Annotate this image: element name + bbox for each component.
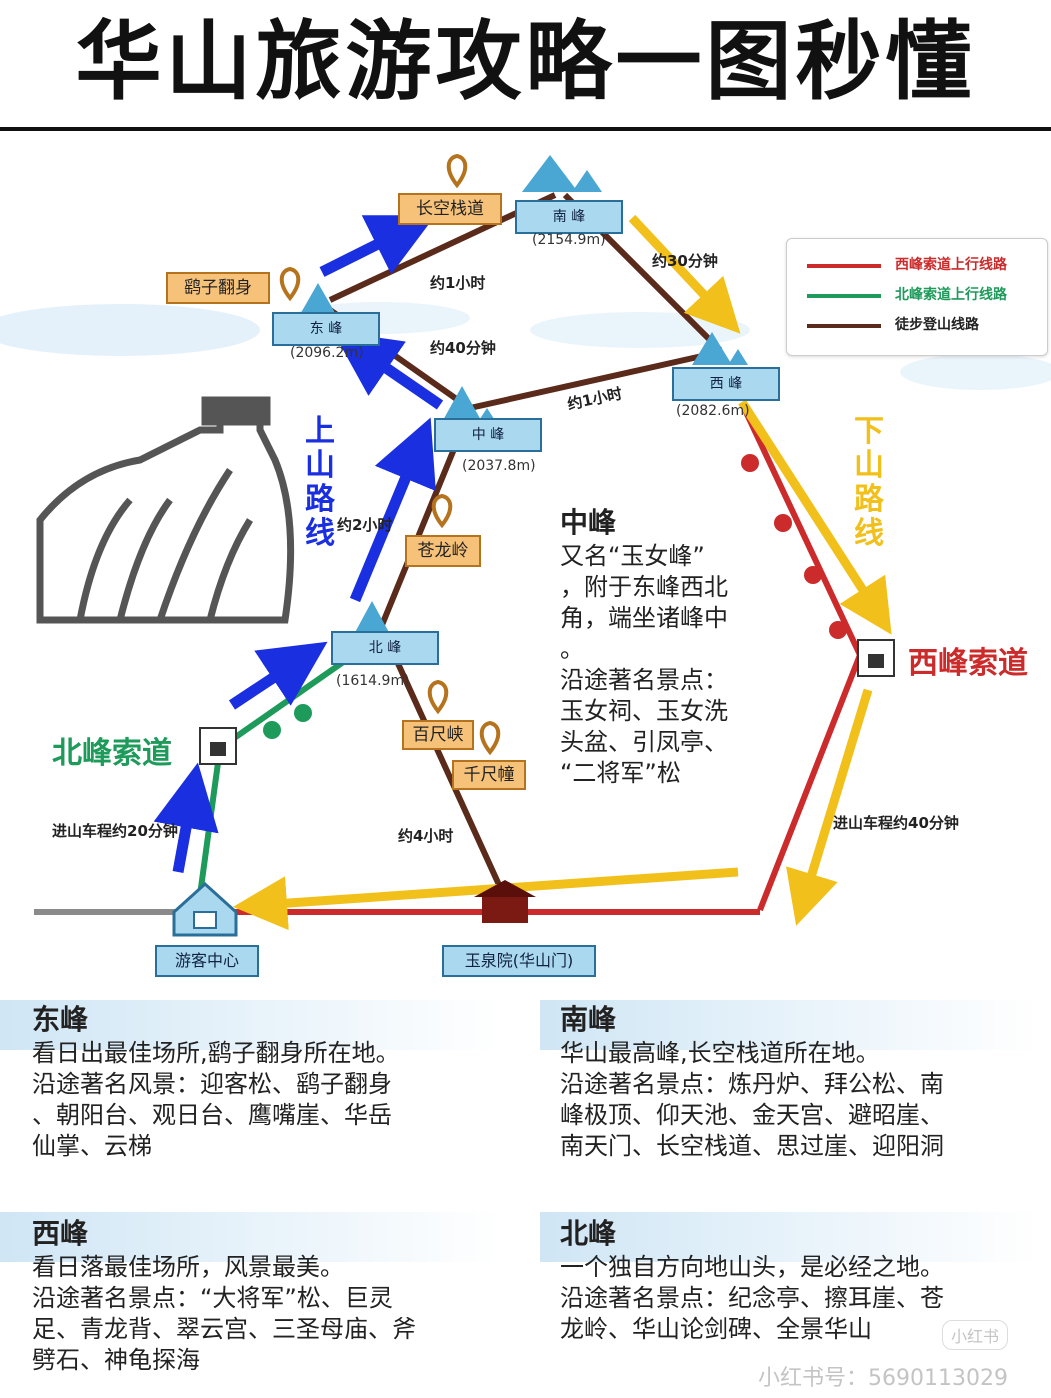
down-route-label: 下山路线 xyxy=(854,414,884,551)
desc-line: 龙岭、华山论剑碑、全景华山 xyxy=(560,1315,872,1343)
legend-item-hiking: 徒步登山线路 xyxy=(807,315,1037,335)
west-cableway-label: 西峰索道 xyxy=(908,646,1028,681)
legend-label: 西峰索道上行线路 xyxy=(895,257,1007,273)
peak-altitude: (1614.9m) xyxy=(336,673,410,689)
time-bus-west: 进山车程约40分钟 xyxy=(833,814,959,832)
desc-line: 玉女祠、玉女洗 xyxy=(560,697,728,725)
desc-line: 峰极顶、仰天池、金天宫、避昭崖、 xyxy=(560,1101,944,1129)
legend-swatch xyxy=(807,294,881,298)
peak-name: 南 峰 xyxy=(552,209,586,225)
time-bus-north: 进山车程约20分钟 xyxy=(52,822,178,840)
legend-item-west-cableway: 西峰索道上行线路 xyxy=(807,255,1037,275)
peak-altitude: (2082.6m) xyxy=(676,403,750,419)
desc-west: 西峰 看日落最佳场所，风景最美。 沿途著名景点：“大将军”松、巨灵 足、青龙背、… xyxy=(32,1216,532,1376)
desc-line: 角，端坐诸峰中 xyxy=(560,604,728,632)
up-route-label: 上山路线 xyxy=(305,414,335,551)
cloud-decoration xyxy=(540,1212,1040,1262)
desc-line: 、朝阳台、观日台、鹰嘴崖、华岳 xyxy=(32,1101,392,1129)
title-divider xyxy=(0,127,1051,131)
desc-east: 东峰 看日出最佳场所,鹞子翻身所在地。 沿途著名风景：迎客松、鹞子翻身 、朝阳台… xyxy=(32,1002,532,1162)
peak-box-north[interactable]: 北 峰 xyxy=(331,631,439,665)
desc-line: 足、青龙背、翠云宫、三圣母庙、斧 xyxy=(32,1315,416,1343)
time-yuquan-north: 约4小时 xyxy=(398,827,454,845)
peak-name: 中 峰 xyxy=(471,427,505,443)
mountain-temple-icon xyxy=(36,396,295,624)
west-cableway-icon xyxy=(857,639,895,677)
peak-altitude: (2037.8m) xyxy=(462,458,536,474)
spot-canglong[interactable]: 苍龙岭 xyxy=(405,535,481,567)
desc-line: 劈石、神龟探海 xyxy=(32,1346,200,1374)
station-visitor-center[interactable]: 游客中心 xyxy=(155,945,259,977)
cloud-decoration xyxy=(0,1212,500,1262)
cloud-decoration xyxy=(0,1000,500,1050)
desc-line: 沿途著名景点： xyxy=(560,666,728,694)
north-cableway-label: 北峰索道 xyxy=(52,736,172,771)
desc-line: 。 xyxy=(560,635,584,663)
north-cable-car-icons xyxy=(263,704,312,739)
up-route-arrows xyxy=(153,215,444,873)
desc-line: 沿途著名景点：纪念亭、擦耳崖、苍 xyxy=(560,1284,944,1312)
desc-middle: 中峰 又名“玉女峰” ，附于东峰西北 角，端坐诸峰中 。 沿途著名景点： 玉女祠… xyxy=(560,505,800,789)
desc-heading: 东峰 xyxy=(32,1003,89,1036)
page-title: 华山旅游攻略一图秒懂 xyxy=(75,12,976,112)
peak-name: 东 峰 xyxy=(309,321,343,337)
desc-line: 仙掌、云梯 xyxy=(32,1132,152,1160)
watermark-text: 小红书号：5690113029 xyxy=(758,1366,1008,1391)
desc-heading: 北峰 xyxy=(560,1217,617,1250)
legend-swatch xyxy=(807,264,881,268)
legend-swatch xyxy=(807,324,881,328)
north-cableway-icon xyxy=(199,727,237,765)
desc-line: 看日落最佳场所，风景最美。 xyxy=(32,1253,344,1281)
spot-yaozi[interactable]: 鹞子翻身 xyxy=(166,272,270,304)
legend-label: 北峰索道上行线路 xyxy=(895,287,1007,303)
spot-changkong[interactable]: 长空栈道 xyxy=(398,193,502,225)
desc-line: 沿途著名景点：“大将军”松、巨灵 xyxy=(32,1284,393,1312)
peak-mountain-icons xyxy=(298,155,748,638)
cable-car-icons xyxy=(741,454,847,639)
desc-line: 看日出最佳场所,鹞子翻身所在地。 xyxy=(32,1039,400,1067)
route-legend: 西峰索道上行线路 北峰索道上行线路 徒步登山线路 xyxy=(786,238,1048,356)
desc-line: 沿途著名景点：炼丹炉、拜公松、南 xyxy=(560,1070,944,1098)
desc-line: 华山最高峰,长空栈道所在地。 xyxy=(560,1039,880,1067)
peak-name: 北 峰 xyxy=(368,640,402,656)
peak-box-south[interactable]: 南 峰 xyxy=(515,200,623,234)
desc-north: 北峰 一个独自方向地山头，是必经之地。 沿途著名景点：纪念亭、擦耳崖、苍 龙岭、… xyxy=(560,1216,1040,1345)
spot-qianchi[interactable]: 千尺幢 xyxy=(452,760,526,790)
yuquan-gate-icon xyxy=(474,880,536,923)
visitor-center-icon xyxy=(172,881,238,937)
time-east-south: 约1小时 xyxy=(430,274,486,292)
time-south-west: 约30分钟 xyxy=(652,252,718,270)
desc-line: 头盆、引凤亭、 xyxy=(560,728,728,756)
peak-box-west[interactable]: 西 峰 xyxy=(672,367,780,401)
time-north-middle: 约2小时 xyxy=(337,516,393,534)
legend-label: 徒步登山线路 xyxy=(895,317,979,333)
desc-heading: 南峰 xyxy=(560,1003,617,1036)
location-pin-icons xyxy=(279,153,501,756)
desc-line: ，附于东峰西北 xyxy=(560,573,728,601)
desc-line: 南天门、长空栈道、思过崖、迎阳洞 xyxy=(560,1132,944,1160)
peak-name: 西 峰 xyxy=(709,376,743,392)
spot-baichi[interactable]: 百尺峡 xyxy=(402,720,474,750)
station-yuquan[interactable]: 玉泉院(华山门) xyxy=(442,945,596,977)
legend-item-north-cableway: 北峰索道上行线路 xyxy=(807,285,1037,305)
peak-box-middle[interactable]: 中 峰 xyxy=(434,418,542,452)
desc-heading: 西峰 xyxy=(32,1217,89,1250)
desc-south: 南峰 华山最高峰,长空栈道所在地。 沿途著名景点：炼丹炉、拜公松、南 峰极顶、仰… xyxy=(560,1002,1040,1162)
cloud-decoration xyxy=(540,1000,1040,1050)
time-east-middle: 约40分钟 xyxy=(430,339,496,357)
desc-line: 又名“玉女峰” xyxy=(560,542,705,570)
desc-line: 一个独自方向地山头，是必经之地。 xyxy=(560,1253,944,1281)
desc-line: 沿途著名风景：迎客松、鹞子翻身 xyxy=(32,1070,392,1098)
desc-heading: 中峰 xyxy=(560,506,617,539)
desc-line: “二将军”松 xyxy=(560,759,681,787)
watermark-logo: 小红书 xyxy=(942,1320,1009,1350)
peak-altitude: (2096.2m) xyxy=(290,345,364,361)
peak-box-east[interactable]: 东 峰 xyxy=(272,312,380,346)
peak-altitude: (2154.9m) xyxy=(532,232,606,248)
